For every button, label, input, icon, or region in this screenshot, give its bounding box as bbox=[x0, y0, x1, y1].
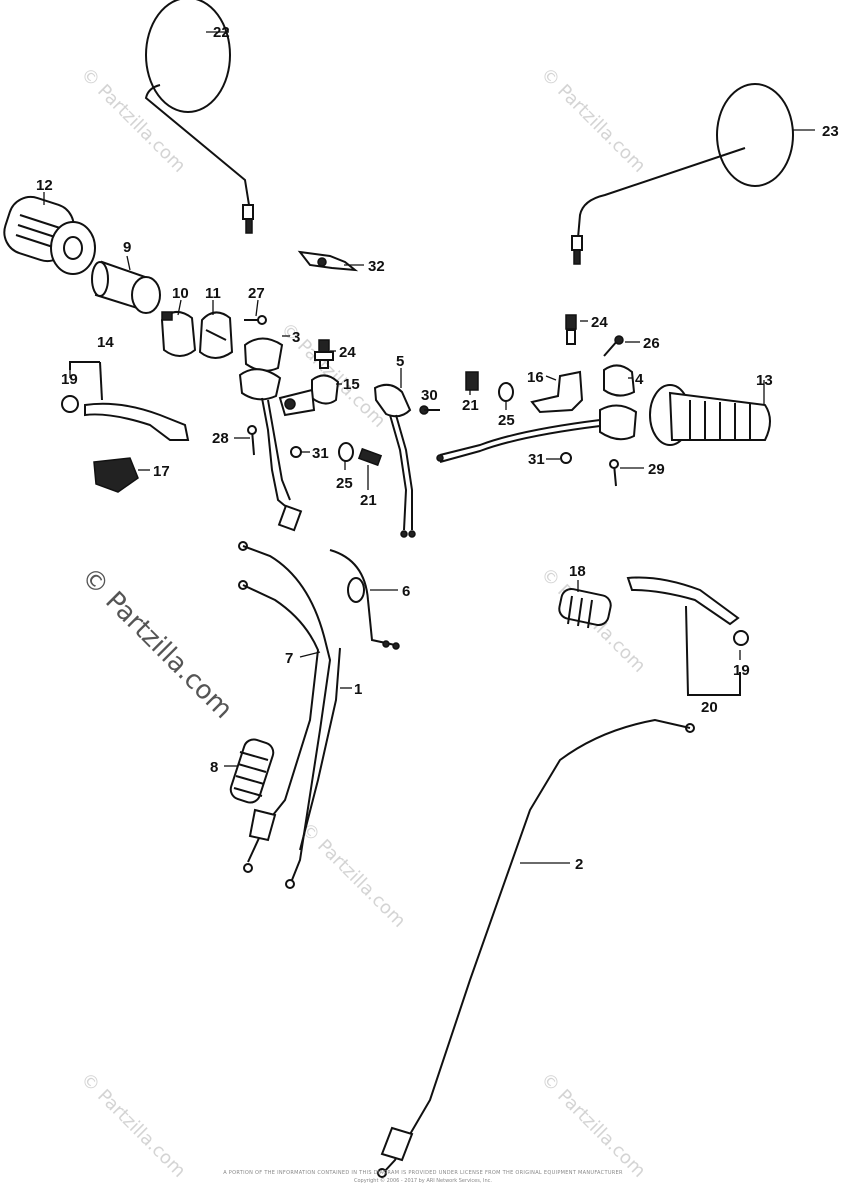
part-adjuster-left bbox=[314, 339, 334, 369]
part-bolt-left bbox=[357, 447, 383, 467]
part-bolt-28 bbox=[247, 425, 257, 456]
callout-4: 4 bbox=[635, 371, 644, 388]
part-left-mirror bbox=[144, 0, 254, 234]
part-switch-housing-right bbox=[436, 364, 638, 463]
part-pivot-right bbox=[733, 630, 749, 646]
callout-9: 9 bbox=[123, 239, 131, 256]
callout-29: 29 bbox=[648, 461, 665, 478]
part-nut-left bbox=[290, 446, 302, 458]
part-screw bbox=[244, 315, 267, 325]
leader-lines bbox=[43, 31, 815, 864]
callout-11: 11 bbox=[205, 285, 221, 302]
callout-24b: 24 bbox=[339, 344, 356, 361]
callout-18: 18 bbox=[569, 563, 586, 580]
part-right-mirror bbox=[571, 83, 794, 265]
license-footer: A PORTION OF THE INFORMATION CONTAINED I… bbox=[223, 1170, 623, 1176]
callout-23: 23 bbox=[822, 123, 839, 140]
part-brake-lever-bracket bbox=[530, 370, 584, 414]
callout-30: 30 bbox=[421, 387, 438, 404]
watermark: © Partzilla.com bbox=[76, 1069, 189, 1182]
callout-31: 31 bbox=[312, 445, 329, 462]
part-washer-left bbox=[338, 442, 354, 462]
callout-14: 14 bbox=[97, 334, 114, 351]
part-adjuster-right bbox=[565, 314, 577, 345]
part-bolt-right bbox=[465, 371, 479, 391]
callout-32: 32 bbox=[368, 258, 385, 275]
callout-12: 12 bbox=[36, 177, 53, 194]
copyright-footer: Copyright © 2006 - 2017 by ARI Network S… bbox=[353, 1178, 493, 1184]
callout-20: 20 bbox=[701, 699, 718, 716]
part-throttle-housing-lower bbox=[198, 311, 234, 359]
watermark-layer: © Partzilla.com © Partzilla.com © Partzi… bbox=[75, 64, 649, 1182]
callout-10: 10 bbox=[172, 285, 189, 302]
part-right-grip bbox=[649, 384, 771, 446]
callout-21: 21 bbox=[462, 397, 479, 414]
callout-31b: 31 bbox=[528, 451, 545, 468]
callout-3: 3 bbox=[292, 329, 300, 346]
callout-25b: 25 bbox=[336, 475, 353, 492]
part-left-grip bbox=[3, 195, 96, 275]
part-clutch-lever bbox=[69, 361, 190, 441]
part-nut-right bbox=[560, 452, 572, 464]
part-throttle-housing-upper bbox=[160, 311, 197, 357]
callout-6: 6 bbox=[402, 583, 410, 600]
callout-7: 7 bbox=[285, 650, 293, 667]
callout-24: 24 bbox=[591, 314, 608, 331]
part-bolt-29 bbox=[609, 459, 619, 487]
part-brake-lever bbox=[626, 576, 741, 696]
callout-19b: 19 bbox=[733, 662, 750, 679]
callout-17: 17 bbox=[153, 463, 170, 480]
part-clip bbox=[297, 250, 359, 272]
callout-25: 25 bbox=[498, 412, 515, 429]
watermark: © Partzilla.com bbox=[536, 1069, 649, 1182]
part-switch-18 bbox=[558, 587, 612, 629]
callout-19: 19 bbox=[61, 371, 78, 388]
watermark: © Partzilla.com bbox=[296, 819, 409, 932]
callout-22: 22 bbox=[213, 24, 230, 41]
part-washer-right bbox=[498, 382, 514, 402]
callout-21b: 21 bbox=[360, 492, 377, 509]
watermark-main: © Partzilla.com bbox=[75, 562, 238, 725]
callout-15: 15 bbox=[343, 376, 360, 393]
part-lever-bracket bbox=[278, 374, 340, 417]
part-wire-harness bbox=[329, 549, 400, 650]
part-throttle-cables bbox=[238, 541, 341, 889]
callout-labels: 1 2 3 4 5 6 7 8 9 10 11 12 13 14 15 16 1… bbox=[36, 24, 839, 873]
callout-27: 27 bbox=[248, 285, 265, 302]
part-pivot-left bbox=[61, 395, 79, 413]
part-cable-boot bbox=[229, 738, 275, 804]
callout-1: 1 bbox=[354, 681, 362, 698]
callout-26: 26 bbox=[643, 335, 660, 352]
part-brake-cable bbox=[377, 718, 695, 1178]
part-throttle-tube bbox=[91, 260, 161, 314]
callout-28: 28 bbox=[212, 430, 229, 447]
part-screw-26 bbox=[603, 335, 624, 357]
watermark: © Partzilla.com bbox=[536, 64, 649, 177]
part-switch-17 bbox=[93, 457, 139, 493]
part-switch-housing-left bbox=[238, 337, 303, 532]
callout-13: 13 bbox=[756, 372, 773, 389]
callout-5: 5 bbox=[396, 353, 404, 370]
callout-2: 2 bbox=[575, 856, 583, 873]
callout-16: 16 bbox=[527, 369, 544, 386]
part-switch-assembly bbox=[373, 383, 416, 538]
callout-8: 8 bbox=[210, 759, 218, 776]
